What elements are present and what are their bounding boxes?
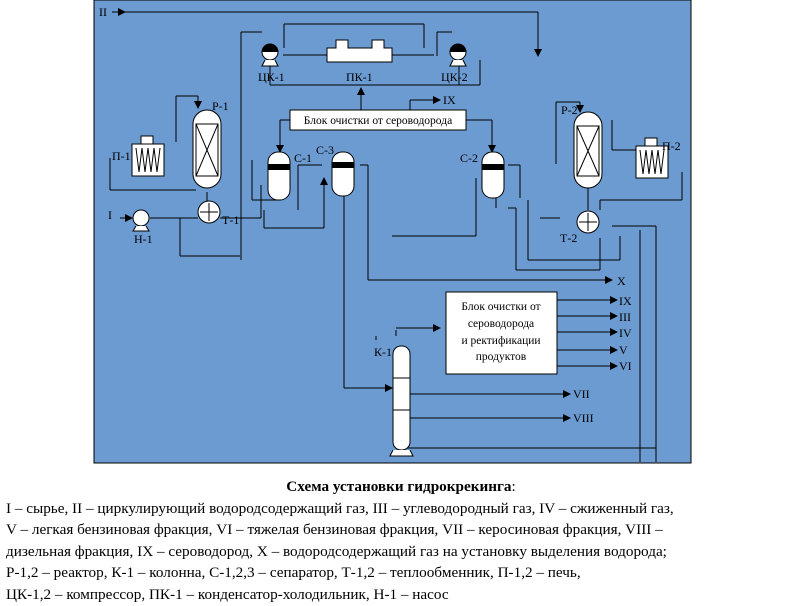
label-out-IX: IX xyxy=(619,294,632,308)
furnace-p2 xyxy=(635,137,669,179)
condenser-pk1 xyxy=(326,39,393,63)
label-out-IV: IV xyxy=(619,326,632,340)
label-out-III: III xyxy=(619,310,631,324)
label-out-VII: VII xyxy=(573,387,590,401)
separator-c1 xyxy=(267,151,291,201)
caption-title-suffix: : xyxy=(511,478,516,495)
label-c1: С-1 xyxy=(294,151,312,165)
compressor-ck2 xyxy=(449,43,467,67)
caption-legend-line-3: дизельная фракция, IX – сероводород, X –… xyxy=(6,542,667,560)
label-ck2: ЦК-2 xyxy=(441,70,468,84)
label-t2: Т-2 xyxy=(560,231,577,245)
separator-c2 xyxy=(481,151,505,199)
label-t1: Т-1 xyxy=(222,213,239,227)
heat-exchanger-t1 xyxy=(197,200,221,224)
block-products xyxy=(445,291,558,375)
caption-legend-line-1: I – сырье, II – циркулирующий водородсод… xyxy=(6,499,674,517)
column-k1 xyxy=(389,345,414,457)
heat-exchanger-t2 xyxy=(576,210,600,234)
label-out-VI: VI xyxy=(619,359,632,373)
block-products-line-4: продуктов xyxy=(476,351,527,363)
label-stream-II: II xyxy=(99,5,107,19)
block-products-line-1: Блок очистки от xyxy=(461,301,540,313)
block-products-line-2: сероводорода xyxy=(468,318,534,330)
label-c3: С-3 xyxy=(316,143,334,157)
label-n1: Н-1 xyxy=(134,232,153,246)
label-p1: Р-1 xyxy=(212,99,229,113)
label-f2: П-2 xyxy=(662,139,681,153)
label-stream-I: I xyxy=(108,208,112,222)
reactor-p2 xyxy=(573,111,603,189)
label-pk1: ПК-1 xyxy=(346,70,373,84)
block-h2s-purification xyxy=(289,109,467,131)
label-ck1: ЦК-1 xyxy=(258,70,285,84)
furnace-p1 xyxy=(131,135,165,177)
label-X: X xyxy=(617,274,626,288)
block-h2s-label: Блок очистки от сероводорода xyxy=(304,115,452,127)
caption-legend-line-4: Р-1,2 – реактор, К-1 – колонна, С-1,2,3 … xyxy=(6,564,581,582)
caption-title: Схема установки гидрокрекинга xyxy=(286,478,512,495)
diagram-caption: Схема установки гидрокрекинга: I – сырье… xyxy=(6,476,796,606)
label-out-VIII: VIII xyxy=(573,411,594,425)
pump-n1 xyxy=(132,209,150,232)
caption-legend-line-5: ЦК-1,2 – компрессор, ПК-1 – конденсатор-… xyxy=(6,585,449,603)
label-c2: С-2 xyxy=(460,151,478,165)
separator-c3 xyxy=(331,151,355,197)
label-p2: Р-2 xyxy=(561,103,578,117)
reactor-p1 xyxy=(192,109,222,189)
compressor-ck1 xyxy=(261,43,279,67)
label-f1: П-1 xyxy=(112,149,131,163)
caption-title-line: Схема установки гидрокрекинга: xyxy=(6,476,796,498)
block-products-line-3: и ректификации xyxy=(461,335,540,347)
label-k1: К-1 xyxy=(374,345,392,359)
caption-legend-line-2: V – легкая бензиновая фракция, VI – тяже… xyxy=(6,521,663,539)
label-IX-top: IX xyxy=(443,93,456,107)
label-out-V: V xyxy=(619,343,628,357)
